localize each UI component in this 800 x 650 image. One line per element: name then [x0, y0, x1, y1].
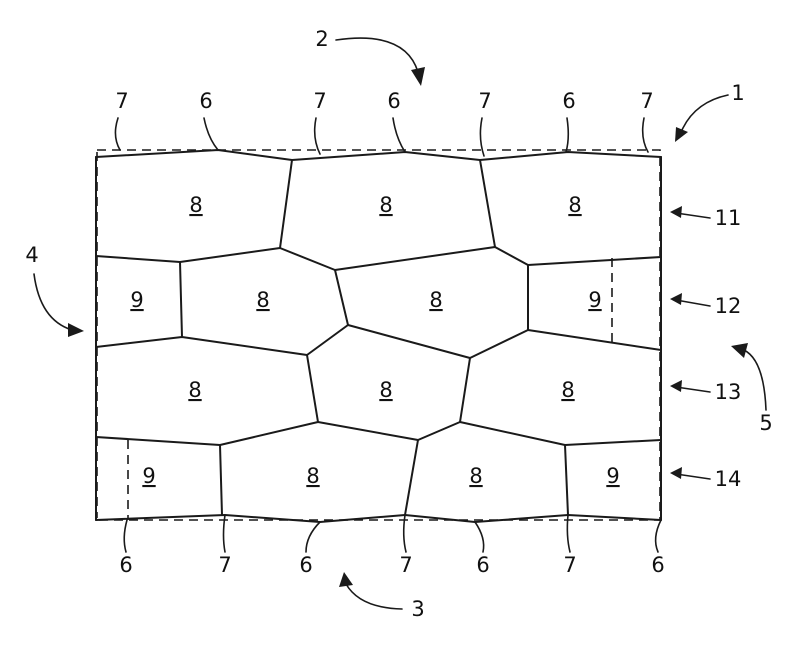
cell-label: 8 — [379, 193, 392, 217]
arrow-11-head — [670, 206, 682, 218]
row2-row3-boundary — [95, 324, 662, 359]
leader-line — [203, 117, 219, 151]
cell-label: 8 — [256, 288, 269, 312]
ref-label-6: 6 — [476, 553, 489, 577]
ref-label-7: 7 — [478, 89, 491, 113]
cell-label: 8 — [189, 193, 202, 217]
row2-divider-b — [334, 269, 349, 326]
leader-line — [474, 521, 485, 553]
cell-label: 8 — [429, 288, 442, 312]
row1-divider-a — [279, 159, 293, 249]
row4-divider-c — [564, 444, 569, 516]
cell-label: 8 — [561, 378, 574, 402]
ref-label-3: 3 — [411, 597, 424, 621]
ref-label-7: 7 — [115, 89, 128, 113]
arrow-13-head — [670, 380, 682, 392]
ref-label-6: 6 — [199, 89, 212, 113]
cell-label: 8 — [188, 378, 201, 402]
arrow-5-shaft — [743, 349, 767, 411]
ref-label-11: 11 — [715, 206, 742, 230]
cell-label: 9 — [606, 464, 619, 488]
ref-label-7: 7 — [218, 553, 231, 577]
row3-divider-a — [306, 354, 319, 423]
leader-line — [392, 117, 406, 153]
leader-line — [566, 514, 571, 553]
row3-row4-boundary — [95, 421, 662, 446]
ref-label-7: 7 — [640, 89, 653, 113]
ref-label-6: 6 — [119, 553, 132, 577]
ref-label-7: 7 — [313, 89, 326, 113]
arrow-11-shaft — [675, 212, 711, 219]
row2-divider-a — [179, 261, 183, 338]
cell-label: 8 — [469, 464, 482, 488]
leader-line — [123, 519, 128, 553]
ref-label-7: 7 — [563, 553, 576, 577]
arrow-4-shaft — [33, 273, 73, 331]
ref-label-5: 5 — [759, 411, 772, 435]
arrow-14-shaft — [675, 473, 711, 480]
row4-divider-b — [404, 439, 419, 516]
ref-label-1: 1 — [731, 81, 744, 105]
arrow-4-head — [68, 323, 84, 337]
leader-line — [654, 519, 662, 553]
arrow-3-shaft — [345, 583, 403, 610]
ref-label-6: 6 — [387, 89, 400, 113]
arrow-14-head — [670, 467, 682, 479]
arrow-2-head — [411, 67, 425, 86]
arrow-1-head — [675, 127, 688, 142]
top-edge — [95, 149, 662, 161]
row1-divider-b — [479, 159, 496, 248]
arrow-1-shaft — [681, 94, 729, 131]
arrow-12-head — [670, 293, 682, 305]
arrow-3-head — [339, 572, 353, 587]
row4-divider-a — [219, 444, 223, 516]
cell-label: 8 — [379, 378, 392, 402]
leader-line — [313, 117, 321, 155]
ref-label-13: 13 — [715, 380, 742, 404]
cell-label: 8 — [306, 464, 319, 488]
ref-label-4: 4 — [25, 243, 38, 267]
ref-label-7: 7 — [399, 553, 412, 577]
ref-label-14: 14 — [715, 467, 742, 491]
cell-label: 8 — [568, 193, 581, 217]
arrow-12-shaft — [675, 299, 711, 307]
ref-label-6: 6 — [562, 89, 575, 113]
ref-label-6: 6 — [299, 553, 312, 577]
leader-line — [305, 521, 321, 553]
arrow-13-shaft — [675, 386, 711, 393]
arrow-5-head — [731, 343, 748, 358]
bottom-edge — [95, 514, 662, 523]
ref-label-6: 6 — [651, 553, 664, 577]
leader-line — [641, 117, 649, 153]
cell-label: 9 — [588, 288, 601, 312]
arrow-2-shaft — [335, 37, 419, 73]
leader-line — [565, 117, 570, 153]
leader-line — [114, 117, 121, 151]
leader-line — [402, 514, 407, 553]
leader-line — [479, 117, 485, 157]
ref-label-12: 12 — [715, 294, 742, 318]
row3-divider-b — [459, 357, 471, 423]
cell-label: 9 — [142, 464, 155, 488]
leader-line — [222, 514, 226, 553]
ref-label-2: 2 — [315, 27, 328, 51]
cell-label: 9 — [130, 288, 143, 312]
